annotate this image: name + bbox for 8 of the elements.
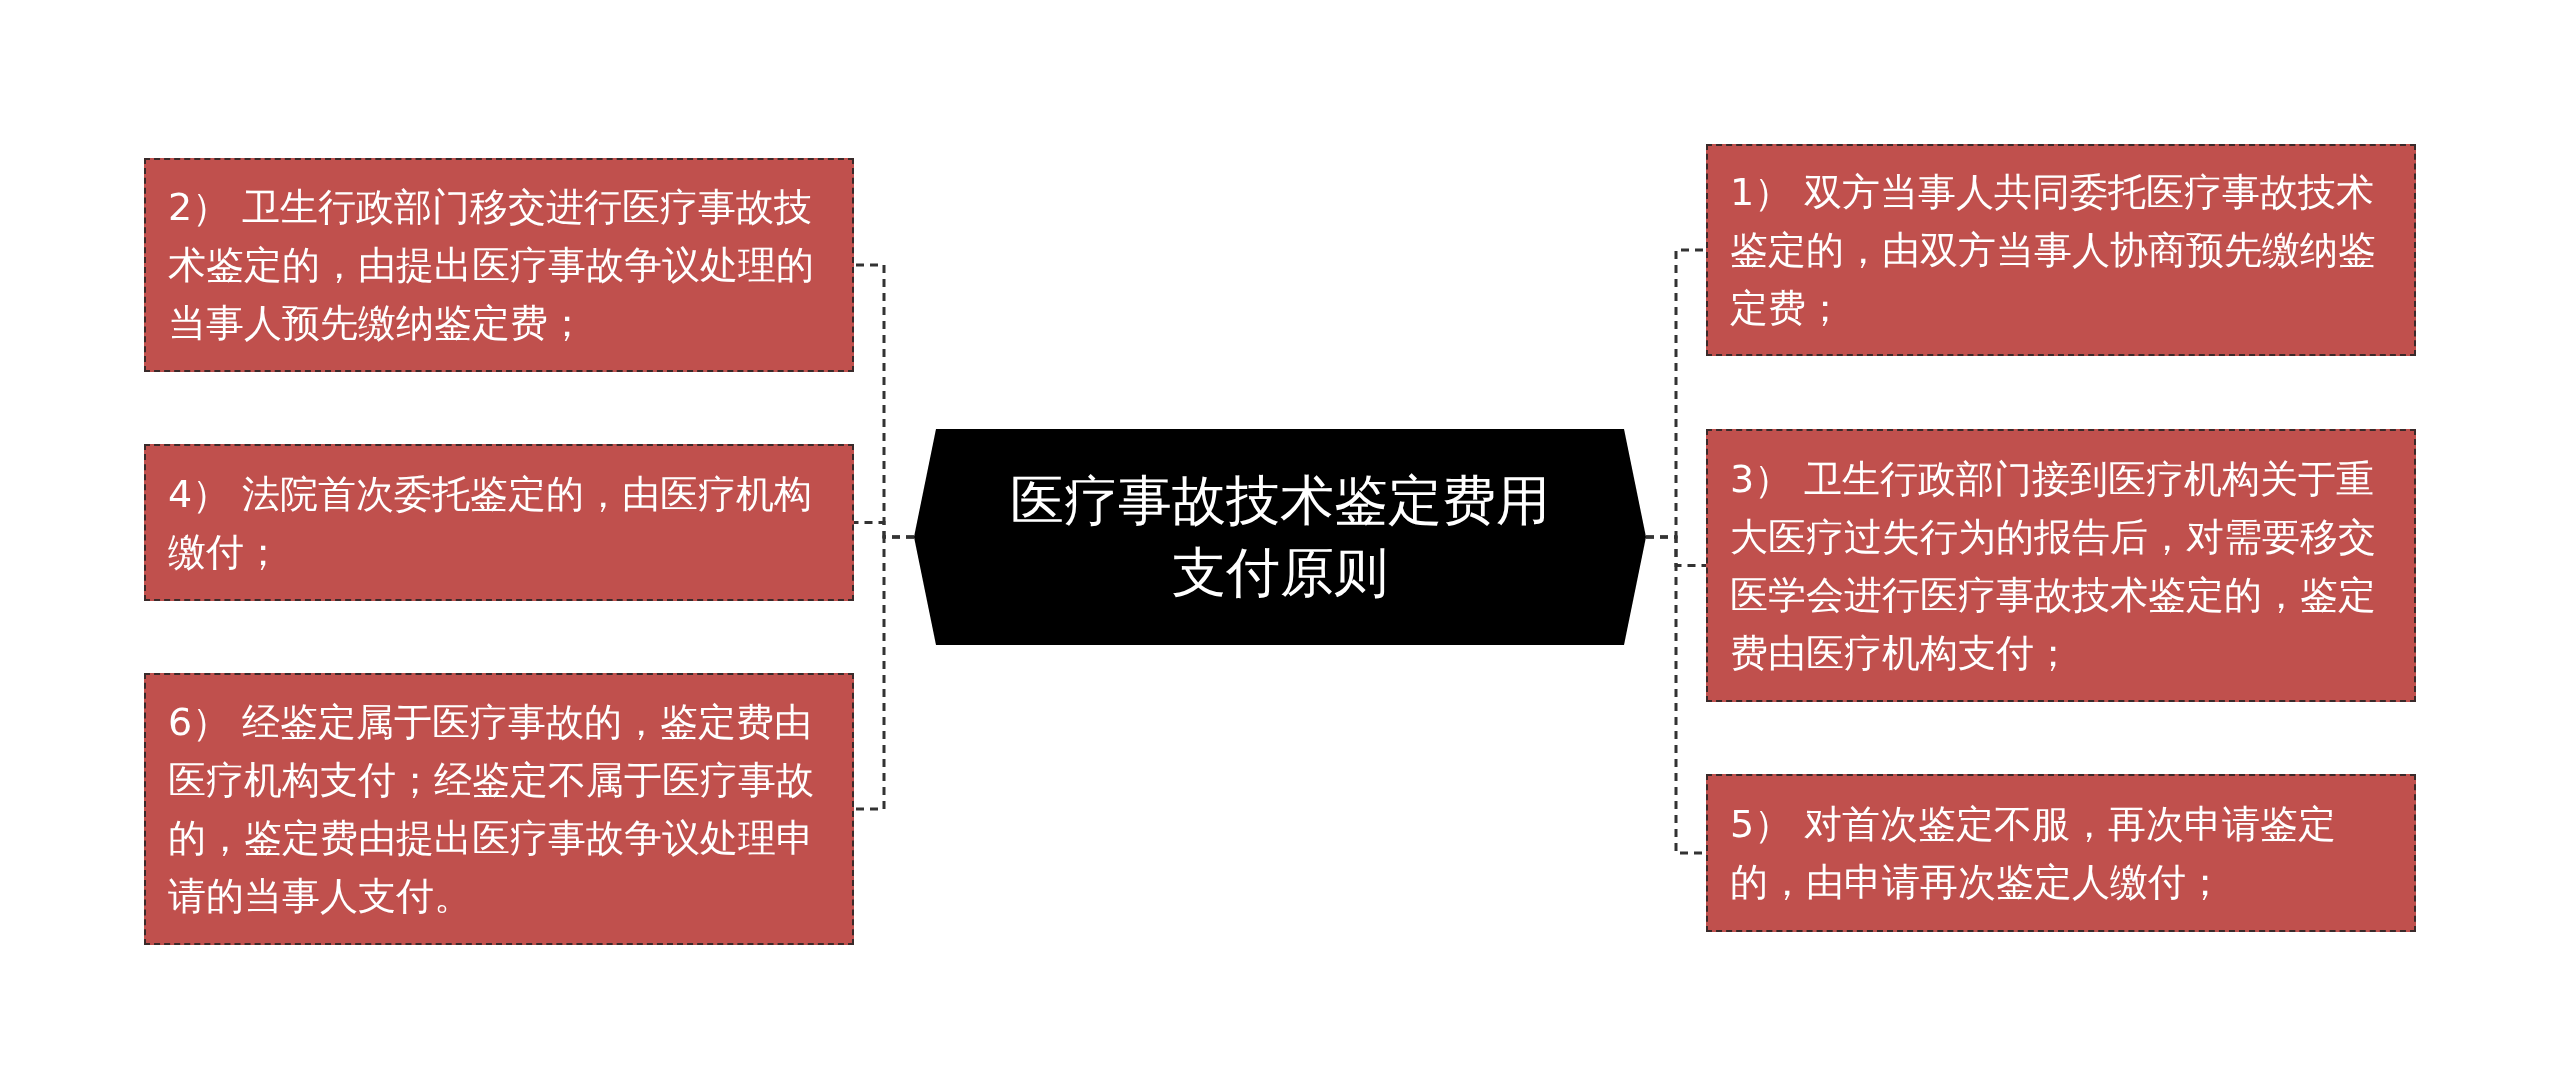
connector-line: [854, 535, 914, 811]
text-box: 5） 对首次鉴定不服，再次申请鉴定的，由申请再次鉴定人缴付；: [1706, 774, 2416, 932]
text-box: 1） 双方当事人共同委托医疗事故技术鉴定的，由双方当事人协商预先缴纳鉴定费；: [1706, 144, 2416, 356]
text-box: 3） 卫生行政部门接到医疗机构关于重大医疗过失行为的报告后，对需要移交医学会进行医疗事故技术鉴定的，鉴定费由医疗机构支付；: [1706, 429, 2416, 702]
text-box: 2） 卫生行政部门移交进行医疗事故技术鉴定的，由提出医疗事故争议处理的当事人预先缴纳鉴定费；: [144, 158, 854, 372]
text-box: 4） 法院首次委托鉴定的，由医疗机构缴付；: [144, 444, 854, 601]
central-topic: 医疗事故技术鉴定费用支付原则: [914, 429, 1646, 645]
text-box: 6） 经鉴定属于医疗事故的，鉴定费由医疗机构支付；经鉴定不属于医疗事故的，鉴定费由提出医疗事故争议处理申请的当事人支付。: [144, 673, 854, 945]
